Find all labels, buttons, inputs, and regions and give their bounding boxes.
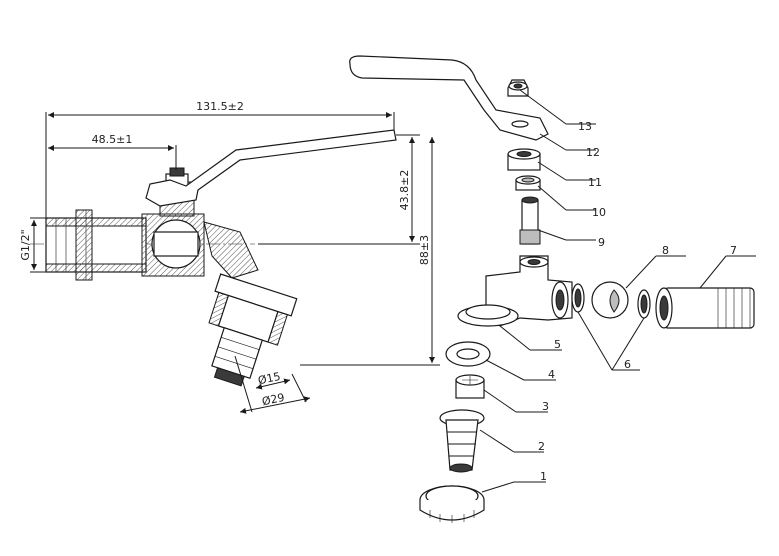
dim-inlet-length: 48.5±1 bbox=[92, 133, 133, 146]
assembly-section-view: 131.5±2 48.5±1 43.8±2 88±3 G1/2" Ø15 Ø29 bbox=[19, 100, 440, 414]
part-spindle bbox=[519, 196, 541, 245]
label-part-4: 4 bbox=[548, 368, 555, 381]
dim-thread: G1/2" bbox=[19, 229, 32, 260]
part-hose-nozzle bbox=[439, 409, 485, 473]
part-ball bbox=[591, 281, 629, 319]
label-part-3: 3 bbox=[542, 400, 549, 413]
dim-spindle-height: 43.8±2 bbox=[398, 170, 411, 211]
part-threaded-connector bbox=[655, 287, 755, 329]
label-part-11: 11 bbox=[588, 176, 602, 189]
dim-overall-length: 131.5±2 bbox=[196, 100, 244, 113]
part-washer bbox=[515, 175, 541, 191]
label-part-1: 1 bbox=[540, 470, 547, 483]
part-gland bbox=[507, 148, 541, 171]
part-cap-nut bbox=[419, 485, 485, 523]
exploded-view: 1 2 3 4 5 6 7 8 9 10 11 12 13 bbox=[349, 55, 756, 523]
part-gasket bbox=[445, 341, 491, 367]
part-insert bbox=[455, 374, 485, 399]
label-part-2: 2 bbox=[538, 440, 545, 453]
label-part-8: 8 bbox=[662, 244, 669, 257]
label-part-9: 9 bbox=[598, 236, 605, 249]
label-part-10: 10 bbox=[592, 206, 606, 219]
part-handle-lever bbox=[349, 55, 549, 141]
label-part-7: 7 bbox=[730, 244, 737, 257]
label-part-13: 13 bbox=[578, 120, 592, 133]
dim-outlet-outer-dia: Ø29 bbox=[261, 391, 286, 408]
label-part-5: 5 bbox=[554, 338, 561, 351]
label-part-12: 12 bbox=[586, 146, 600, 159]
label-part-6: 6 bbox=[624, 358, 631, 371]
dim-total-height: 88±3 bbox=[418, 235, 431, 265]
dim-outlet-inner-dia: Ø15 bbox=[257, 370, 282, 387]
part-valve-body bbox=[457, 255, 573, 327]
